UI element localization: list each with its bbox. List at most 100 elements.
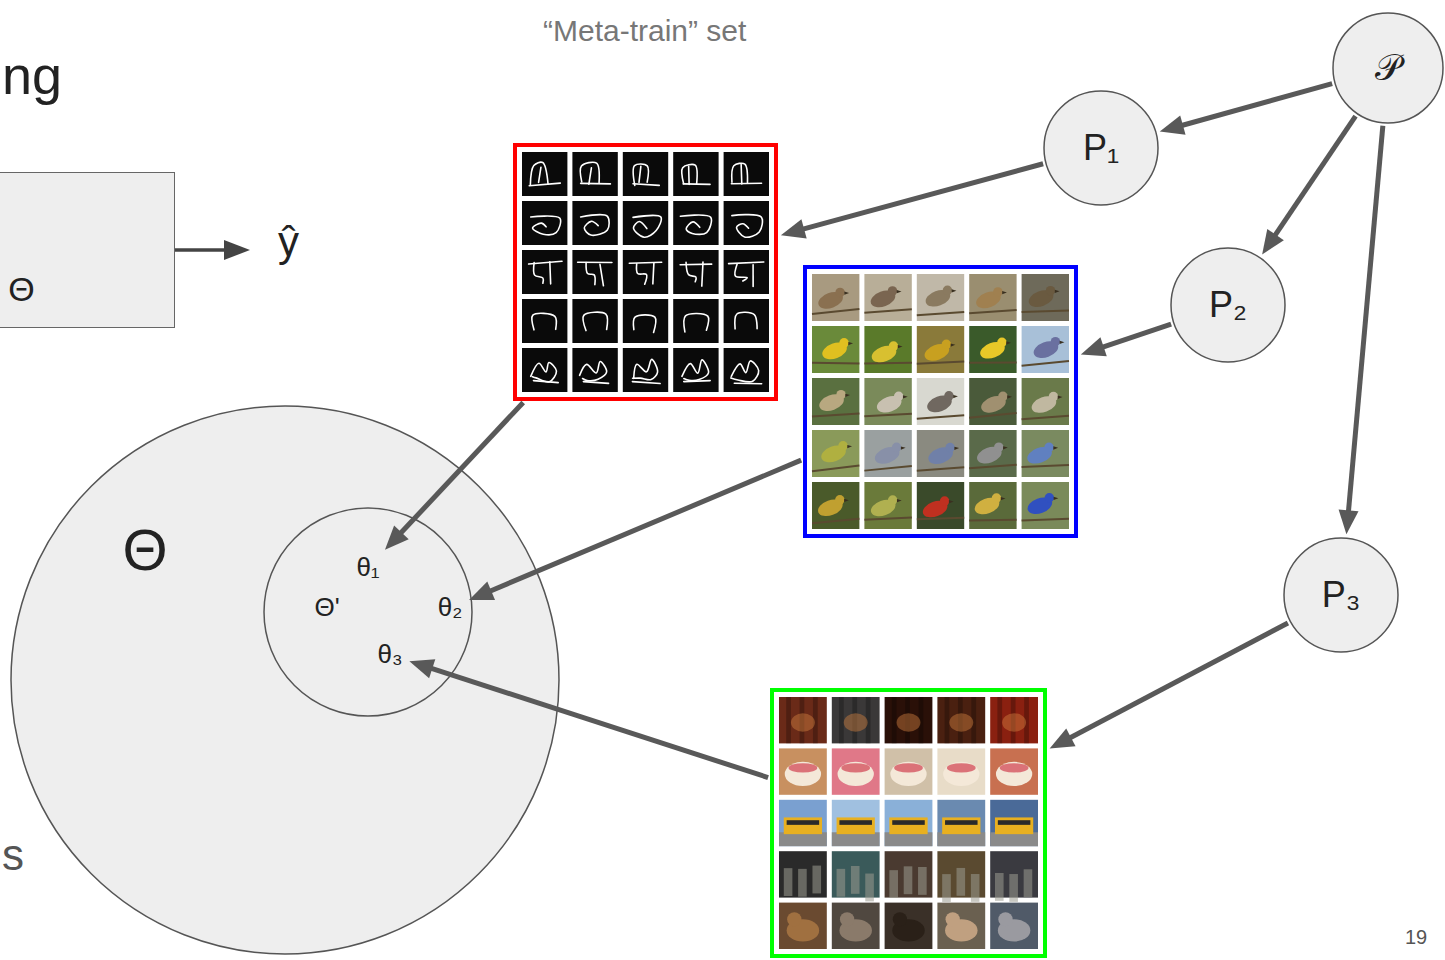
bird-head [1051, 337, 1060, 346]
stage-light [897, 713, 921, 732]
glyph-stroke [581, 215, 610, 236]
glyph-stroke [702, 262, 703, 286]
branch [812, 466, 859, 472]
glyph-stroke [549, 262, 551, 284]
image-tile [864, 482, 911, 529]
bird-head [1044, 443, 1053, 452]
tile-ground [864, 326, 911, 373]
output-arrow-line [175, 248, 228, 252]
cake [838, 762, 874, 786]
image-tile [990, 903, 1038, 949]
bird-head [1049, 392, 1058, 401]
bird-beak [1060, 341, 1065, 344]
tile-ground [673, 201, 718, 245]
image-tile [1022, 430, 1069, 477]
tile-ground [724, 348, 769, 392]
cake [943, 762, 979, 786]
glyph-stroke [729, 262, 764, 264]
curtain-fold [839, 697, 844, 743]
bird-beak [952, 289, 957, 292]
task-circle: P₃ [1283, 537, 1399, 653]
branch [969, 519, 1016, 522]
glyph-stroke [633, 315, 655, 333]
image-tile [673, 299, 718, 343]
tile-ground [812, 274, 859, 321]
bird-head [992, 493, 1001, 502]
node-label: 𝒫 [1375, 47, 1401, 88]
bird-head [835, 288, 844, 297]
image-tile [572, 201, 617, 245]
road [990, 832, 1038, 846]
task-parameter: θ₃ [373, 639, 406, 671]
image-tile [572, 299, 617, 343]
image-tile [969, 326, 1016, 373]
tile-ground [885, 800, 933, 846]
image-tile [864, 274, 911, 321]
image-tile [969, 430, 1016, 477]
glyph-stroke [530, 162, 548, 185]
connector-arrow [1081, 324, 1171, 356]
bird-head [994, 442, 1003, 451]
task-parameter: θ₁ [352, 552, 383, 584]
image-tile [917, 430, 964, 477]
figure [784, 868, 793, 896]
tile-ground [812, 482, 859, 529]
glyph-stroke [529, 183, 560, 186]
bus [889, 817, 927, 834]
branch [812, 362, 859, 365]
road [832, 832, 880, 846]
image-tile [937, 748, 985, 794]
figure [971, 874, 980, 902]
glyph-stroke [600, 264, 603, 286]
bird-head [889, 341, 898, 350]
meta-parameter-circle: Θ'θ₁θ₂θ₃ [263, 507, 473, 717]
arrowhead [1160, 116, 1186, 135]
glyph-stroke [653, 263, 654, 284]
tile-ground [522, 299, 567, 343]
glyph-stroke [580, 362, 607, 381]
image-tile [623, 299, 668, 343]
figure [904, 866, 913, 894]
tile-ground [812, 430, 859, 477]
circle-shape [1044, 91, 1158, 205]
figure [851, 866, 860, 894]
cake-topping [947, 763, 976, 772]
stage-light [844, 713, 868, 732]
bird-head [835, 495, 844, 504]
curtain-fold [892, 697, 897, 743]
glyph-stroke [534, 263, 544, 284]
branch [812, 414, 859, 417]
stage-light [1002, 713, 1026, 732]
image-tile [969, 378, 1016, 425]
circle-shape [1171, 248, 1285, 362]
branch [917, 415, 964, 418]
node-label: θ₁ [356, 553, 379, 583]
connector-line [800, 164, 1043, 230]
figure [889, 870, 898, 898]
glyph-stroke [578, 261, 612, 263]
glyph-stroke [734, 382, 761, 384]
output-arrowhead [224, 240, 250, 260]
image-tile [572, 250, 617, 294]
glyph-stroke [639, 166, 641, 182]
glyph-stroke [583, 312, 607, 330]
task-distribution-circle: 𝒫 [1332, 12, 1444, 124]
glyph-stroke [539, 167, 541, 182]
image-tile [990, 748, 1038, 794]
bird-beak [1058, 396, 1063, 399]
node-label: Θ [8, 270, 34, 309]
branch [917, 312, 964, 315]
figure [995, 873, 1004, 901]
connector-line [1100, 324, 1171, 348]
bird-beak [1054, 497, 1059, 500]
image-tile [673, 348, 718, 392]
image-tile [832, 800, 880, 846]
glyph-stroke [684, 381, 710, 382]
connector-line [1348, 126, 1383, 515]
tile-ground [572, 152, 617, 196]
branch [917, 518, 964, 519]
bird-head [943, 286, 952, 295]
image-tile [724, 201, 769, 245]
tile-ground [969, 378, 1016, 425]
tile-ground [1022, 378, 1069, 425]
